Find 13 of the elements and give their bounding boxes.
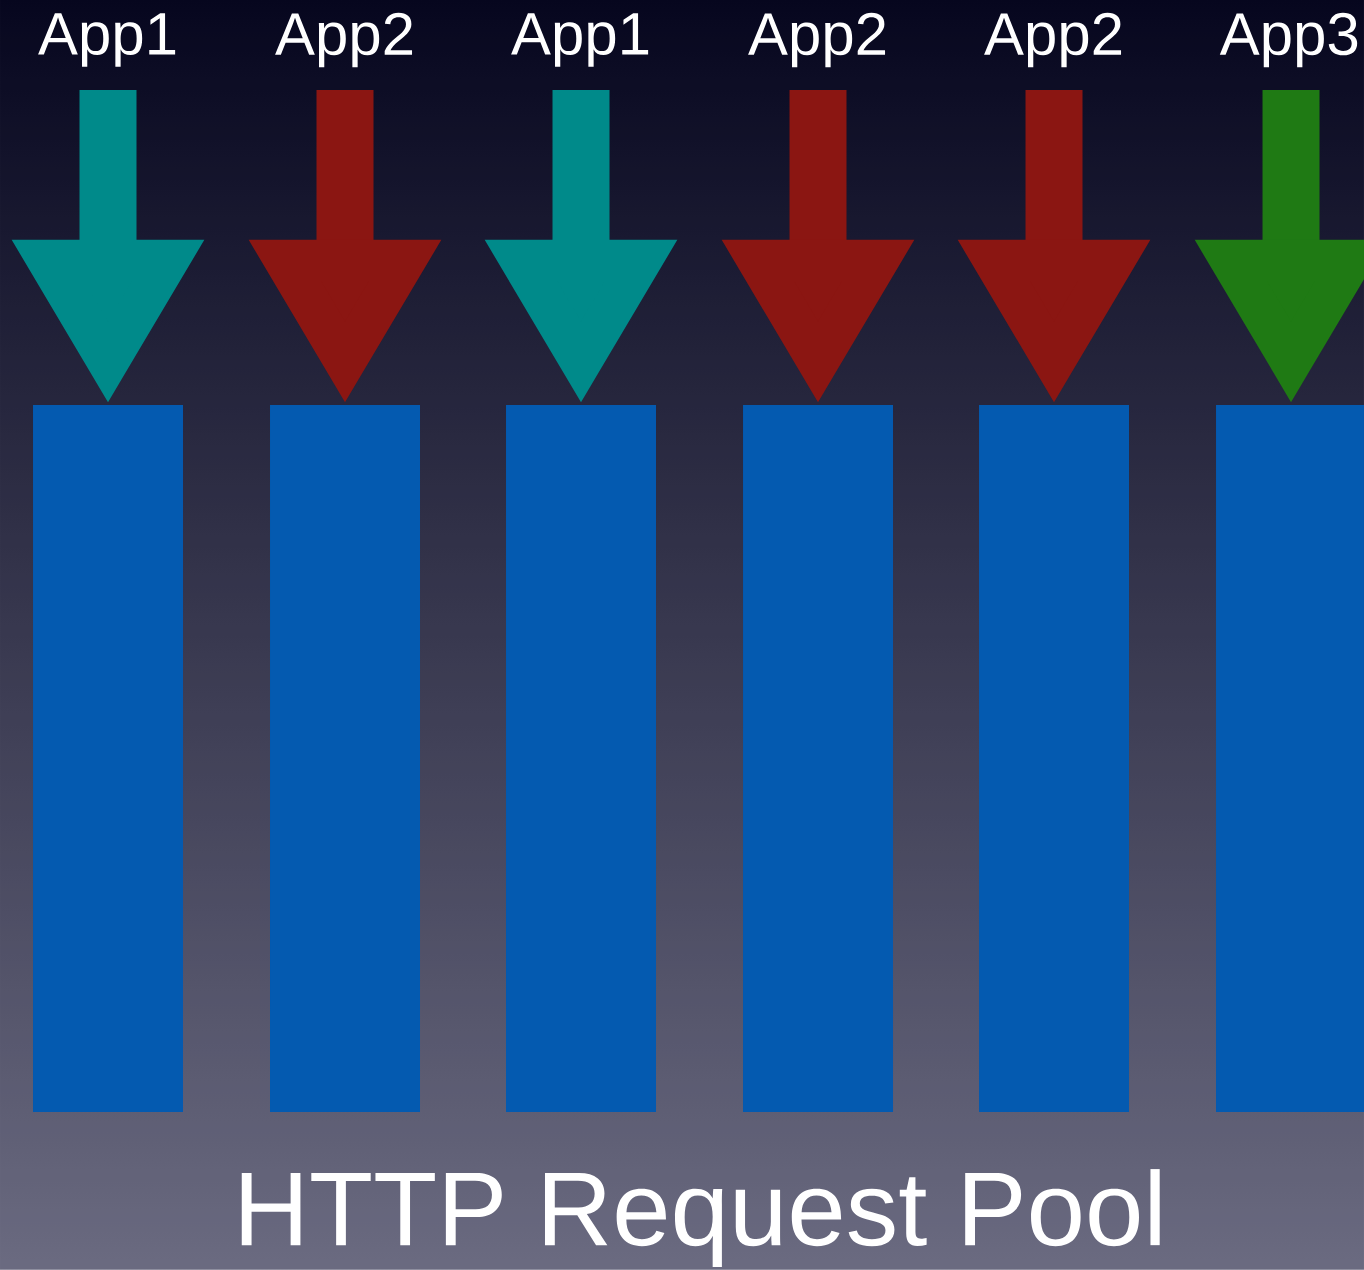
caption: HTTP Request Pool bbox=[241, 1169, 1160, 1267]
pool-bar bbox=[1216, 405, 1364, 1112]
pool-bar bbox=[270, 405, 420, 1112]
app-label: App2 bbox=[984, 12, 1122, 68]
pool-bar bbox=[33, 405, 183, 1112]
app-label: App1 bbox=[38, 13, 176, 67]
app-label: App2 bbox=[275, 12, 413, 68]
pool-bar bbox=[506, 405, 656, 1112]
app-label: App1 bbox=[511, 13, 649, 67]
pool-bar bbox=[743, 405, 893, 1112]
app-label: App3 bbox=[1219, 12, 1358, 68]
app-label: App2 bbox=[748, 12, 886, 68]
pool-bar bbox=[979, 405, 1129, 1112]
